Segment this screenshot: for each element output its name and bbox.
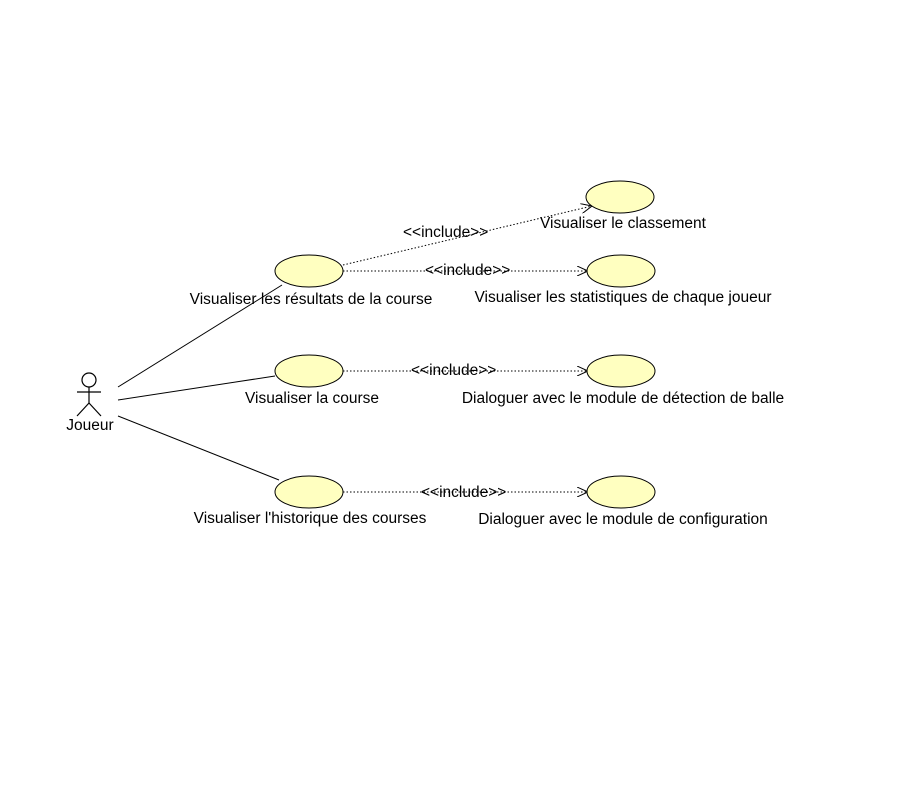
actor-head xyxy=(81,372,97,388)
use-case-label: Dialoguer avec le module de configuratio… xyxy=(478,511,768,528)
actor-right-leg xyxy=(88,402,102,417)
association-results xyxy=(117,284,283,388)
use-case-label: Visualiser le classement xyxy=(540,215,707,232)
use-case-ranking[interactable]: Visualiser le classement xyxy=(540,180,707,232)
actor-left-leg xyxy=(76,402,90,417)
use-case-race[interactable]: Visualiser la course xyxy=(245,354,379,407)
include-label-stats: <<include>> xyxy=(425,262,510,279)
use-case-stats[interactable]: Visualiser les statistiques de chaque jo… xyxy=(475,254,772,306)
use-case-label: Visualiser les résultats de la course xyxy=(190,291,433,308)
use-case-ellipse xyxy=(274,354,344,388)
use-case-ellipse xyxy=(585,180,655,214)
use-case-ellipse xyxy=(274,254,344,288)
use-case-ellipse xyxy=(274,475,344,509)
use-case-config[interactable]: Dialoguer avec le module de configuratio… xyxy=(478,475,768,528)
use-case-label: Visualiser la course xyxy=(245,390,379,407)
use-case-ball-detection[interactable]: Dialoguer avec le module de détection de… xyxy=(462,354,784,407)
use-case-ellipse xyxy=(586,254,656,288)
use-case-ellipse xyxy=(586,475,656,509)
use-case-results[interactable]: Visualiser les résultats de la course xyxy=(190,254,433,308)
actor-joueur[interactable]: Joueur xyxy=(66,372,114,434)
include-label-ball-detection: <<include>> xyxy=(411,362,496,379)
use-case-label: Visualiser l'historique des courses xyxy=(194,510,427,527)
use-case-label: Visualiser les statistiques de chaque jo… xyxy=(475,289,772,306)
association-history xyxy=(117,415,280,481)
actor-label: Joueur xyxy=(66,417,113,434)
include-label-config: <<include>> xyxy=(421,484,506,501)
association-race xyxy=(117,375,276,401)
use-case-label: Dialoguer avec le module de détection de… xyxy=(462,390,784,407)
include-arrow-ranking xyxy=(342,206,592,266)
use-case-ellipse xyxy=(586,354,656,388)
use-case-history[interactable]: Visualiser l'historique des courses xyxy=(194,475,427,527)
include-label-ranking: <<include>> xyxy=(403,224,488,241)
